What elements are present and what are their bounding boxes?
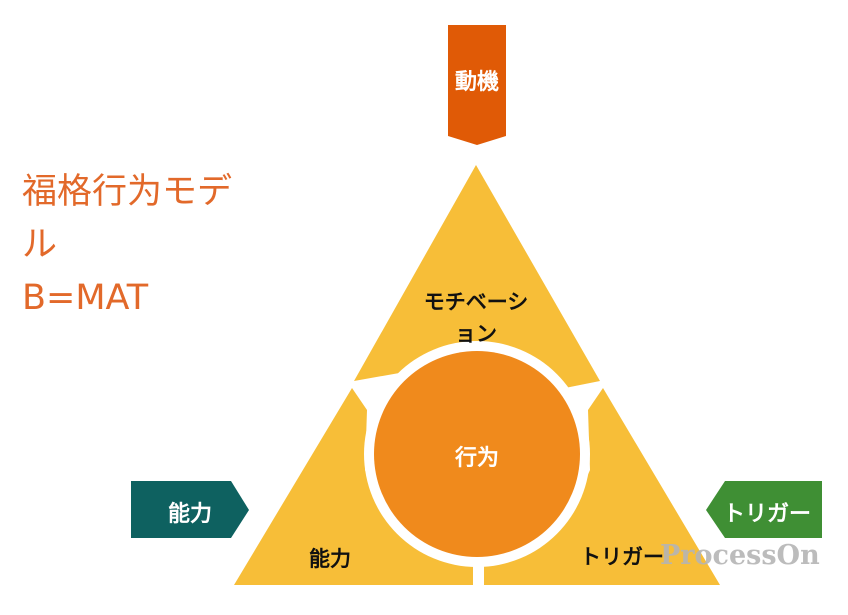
left-badge-label: 能力	[167, 502, 212, 527]
top-badge-label: 動機	[454, 70, 499, 95]
segment-top-label-line-2: ョン	[455, 322, 497, 346]
top-badge-shape	[448, 25, 506, 145]
triangle-segment-right	[484, 388, 720, 585]
right-badge-shape	[706, 481, 822, 538]
segment-left-label: 能力	[309, 547, 351, 571]
watermark: ProcessOn	[660, 540, 820, 571]
diagram-title: 福格行为モデ ル B=MAT	[22, 166, 252, 325]
center-circle	[374, 351, 580, 557]
triangle-segment-top	[354, 165, 600, 392]
left-badge-shape	[131, 481, 249, 538]
title-line-3: B=MAT	[22, 278, 149, 318]
title-line-1: 福格行为モデ	[22, 172, 233, 212]
segment-right-label: トリガー	[580, 545, 664, 569]
right-badge-label: トリガー	[722, 502, 811, 527]
segment-top-label-line-1: モチベーシ	[423, 290, 529, 314]
triangle-segment-left	[234, 388, 473, 585]
center-label: 行为	[454, 446, 499, 471]
title-line-2: ル	[22, 225, 58, 265]
